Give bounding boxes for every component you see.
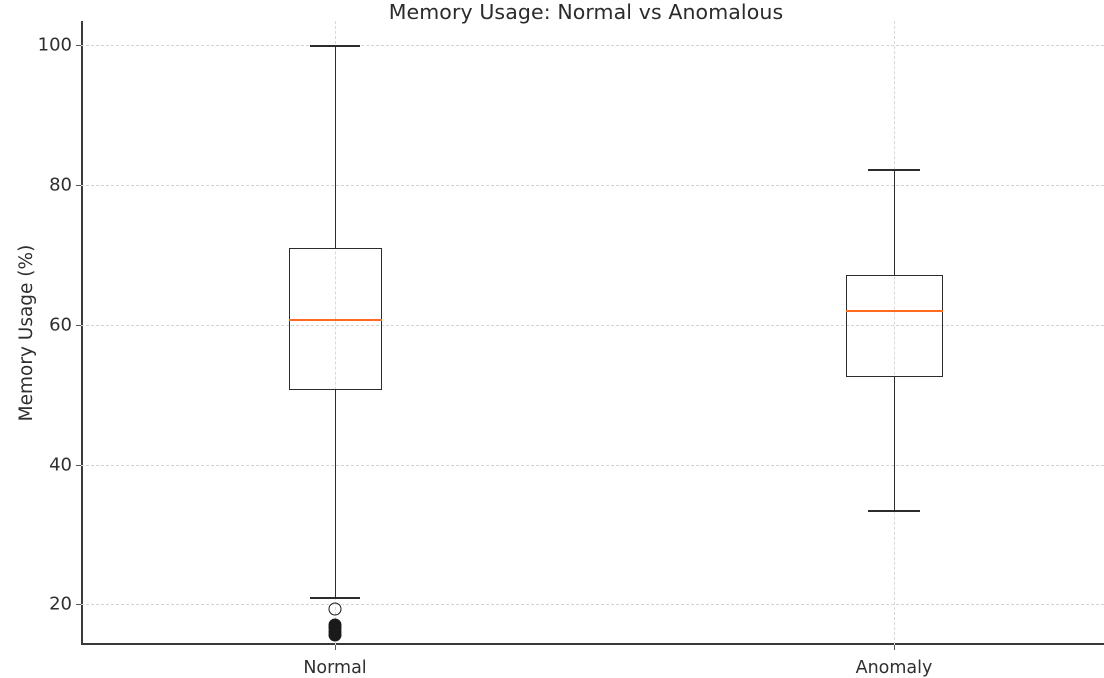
cap-lower xyxy=(868,510,920,513)
y-tick-label: 20 xyxy=(49,593,72,615)
gridline-horizontal xyxy=(81,45,1104,47)
y-tick-label: 100 xyxy=(37,34,72,56)
y-tick-label: 60 xyxy=(49,314,72,336)
y-axis-label-container: Memory Usage (%) xyxy=(16,21,42,645)
gridline-vertical xyxy=(894,21,895,645)
x-tick-label-anomaly: Anomaly xyxy=(855,658,933,678)
gridline-horizontal xyxy=(81,604,1104,606)
x-tick-label-normal: Normal xyxy=(303,658,367,678)
x-tick-mark xyxy=(335,645,336,650)
y-tick-mark xyxy=(76,464,81,466)
x-tick-mark xyxy=(894,645,895,650)
whisker-lower xyxy=(335,389,336,597)
cap-upper xyxy=(310,45,360,48)
y-tick-mark xyxy=(76,45,81,47)
gridline-horizontal xyxy=(81,185,1104,187)
gridline-vertical xyxy=(335,21,336,645)
y-axis-label: Memory Usage (%) xyxy=(16,244,37,422)
y-tick-mark xyxy=(76,604,81,606)
cap-lower xyxy=(310,596,360,599)
gridline-horizontal xyxy=(81,464,1104,466)
y-axis-spine xyxy=(81,21,83,645)
gridline-horizontal xyxy=(81,324,1104,326)
whisker-upper xyxy=(335,45,336,249)
y-tick-mark xyxy=(76,185,81,187)
median-line xyxy=(845,310,943,313)
box-iqr xyxy=(845,275,943,377)
whisker-lower xyxy=(894,376,895,511)
outlier-point xyxy=(328,602,342,616)
page-title: Memory Usage: Normal vs Anomalous xyxy=(388,0,784,24)
y-tick-label: 40 xyxy=(49,454,72,476)
median-line xyxy=(288,318,382,321)
x-axis-spine xyxy=(81,643,1104,645)
y-tick-label: 80 xyxy=(49,174,72,196)
cap-upper xyxy=(868,169,920,172)
whisker-upper xyxy=(894,169,895,276)
outlier-point xyxy=(328,628,342,642)
y-tick-mark xyxy=(76,324,81,326)
